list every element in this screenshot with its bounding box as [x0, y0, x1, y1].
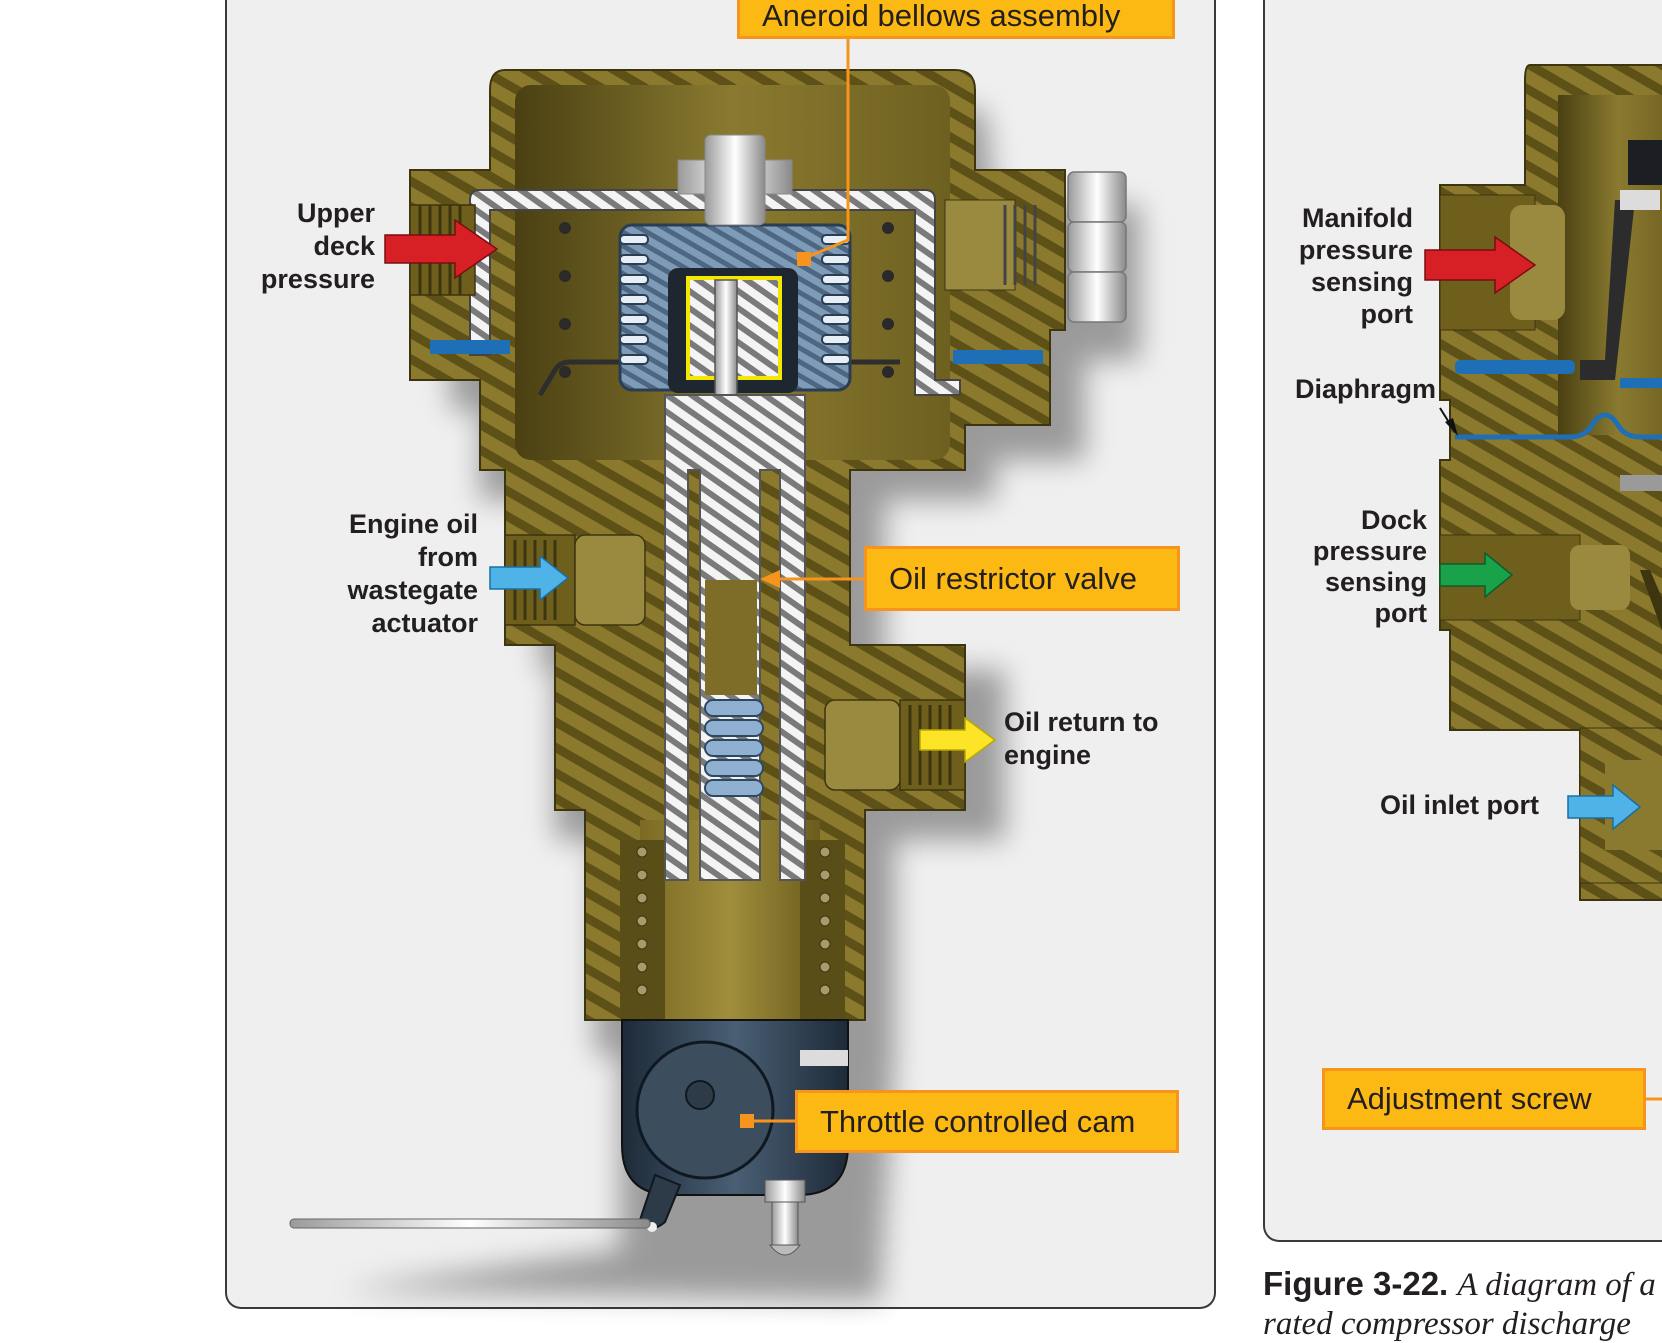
- throttle-cam: [635, 1040, 775, 1180]
- label-manifold-pressure-port: Manifold pressure sensing port: [1298, 203, 1413, 329]
- figure-caption-text: A diagram of a: [1457, 1267, 1656, 1303]
- label-diaphragm: Diaphragm: [1295, 374, 1437, 404]
- label-dock-pressure-port: Dock pressure sensing port: [1312, 505, 1427, 628]
- blue-arrow: [489, 554, 570, 602]
- figure-caption: Figure 3-22. A diagram of a: [1263, 1265, 1656, 1304]
- callout-throttle-controlled-cam: Throttle controlled cam: [795, 1090, 1179, 1153]
- throttle-linkage-rod: [289, 1218, 651, 1229]
- valve-spring: [704, 699, 764, 797]
- bellows-cover: [469, 189, 961, 396]
- yellow-arrow: [919, 716, 997, 764]
- callout-adjustment-screw: Adjustment screw: [1322, 1068, 1646, 1130]
- right-blue-arrow: [1567, 783, 1642, 831]
- callout-oil-restrictor-valve: Oil restrictor valve: [864, 546, 1180, 611]
- red-arrow: [384, 218, 499, 280]
- figure-number: Figure 3-22.: [1263, 1265, 1449, 1302]
- label-oil-return-to-engine: Oil return to engine: [1004, 707, 1159, 770]
- top-stem: [704, 134, 766, 226]
- label-oil-inlet-port: Oil inlet port: [1380, 790, 1539, 820]
- adjust-bolt: [764, 1179, 806, 1248]
- callout-aneroid-bellows: Aneroid bellows assembly: [737, 0, 1175, 39]
- figure-caption-text-line2: rated compressor discharge: [1263, 1306, 1631, 1342]
- hex-nut: [1067, 171, 1127, 323]
- right-red-arrow: [1424, 235, 1537, 295]
- right-diaphragm: [1455, 412, 1662, 440]
- right-green-arrow: [1439, 551, 1514, 599]
- label-upper-deck-pressure: Upper deck pressure: [260, 198, 375, 294]
- label-engine-oil-from-wastegate: Engine oil from wastegate actuator: [347, 509, 478, 638]
